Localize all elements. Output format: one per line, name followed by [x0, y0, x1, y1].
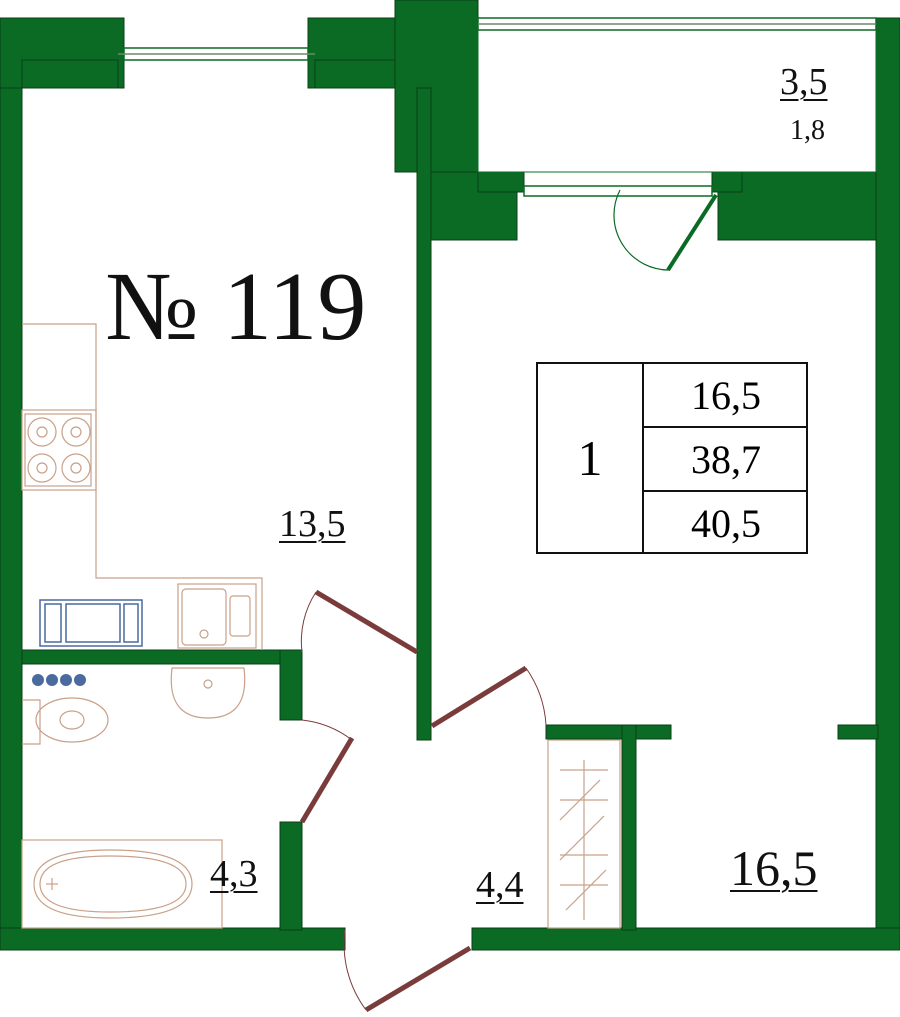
bath-sink: [170, 667, 246, 719]
bathroom-door-leaf: [299, 736, 355, 824]
wall-kitchen-top-inner: [21, 59, 119, 89]
room-count: 1: [538, 364, 644, 552]
kitchen-counter: [21, 323, 263, 650]
wall-room-left: [621, 724, 637, 931]
wall-bottom-left: [0, 927, 346, 951]
radiator: [39, 599, 143, 647]
wall-balcony-right-top: [711, 171, 743, 193]
area-summary-table: 1 16,5 38,7 40,5: [536, 362, 808, 554]
wall-closet-top: [545, 724, 672, 740]
bathroom-area-label: 4,3: [210, 853, 258, 895]
balcony-coefficient-label: 1,8: [790, 115, 825, 146]
balcony-area-label: 3,5: [780, 61, 828, 103]
wall-center-upper: [394, 0, 479, 173]
kitchen-door-leaf: [314, 589, 419, 655]
wall-right: [875, 17, 900, 951]
wall-balcony-left-top: [477, 171, 525, 193]
entrance-door-leaf: [364, 945, 472, 1013]
wall-left: [0, 17, 23, 951]
toilet: [22, 699, 41, 745]
living-room-area-label: 16,5: [730, 840, 818, 896]
bathroom-fixtures: [21, 667, 246, 929]
wall-room-stub: [837, 724, 879, 740]
windows: [118, 17, 877, 197]
balcony-door-arc: [613, 189, 671, 271]
balcony-door-leaf: [666, 193, 718, 272]
kitchen-area-label: 13,5: [279, 503, 346, 545]
apartment-number: № 119: [105, 253, 367, 361]
total-area-with-balcony-value: 40,5: [691, 500, 761, 546]
entrance-door-arc: [343, 929, 367, 1011]
walls: [0, 0, 900, 951]
wardrobe: [547, 739, 621, 929]
room-door-arc: [525, 667, 547, 726]
room-door-leaf: [430, 665, 528, 729]
hallway-area-label: 4,4: [476, 864, 524, 906]
wall-bottom-right: [471, 927, 900, 951]
bathtub: [21, 839, 223, 929]
kitchen-door-arc: [300, 591, 317, 653]
bathroom-door-arc: [301, 719, 353, 741]
pipes: [32, 674, 86, 686]
balcony: [477, 29, 877, 173]
wall-bath-right-upper: [279, 649, 303, 721]
kitchen-sink: [177, 583, 257, 649]
total-area-value: 38,7: [644, 428, 808, 492]
wall-kitchen-right: [416, 87, 432, 741]
wall-bath-right-lower: [279, 821, 303, 931]
doors: [299, 189, 718, 1013]
living-area-value: 16,5: [644, 364, 808, 428]
wall-kitchen-bath: [21, 649, 303, 665]
stove: [21, 409, 97, 491]
